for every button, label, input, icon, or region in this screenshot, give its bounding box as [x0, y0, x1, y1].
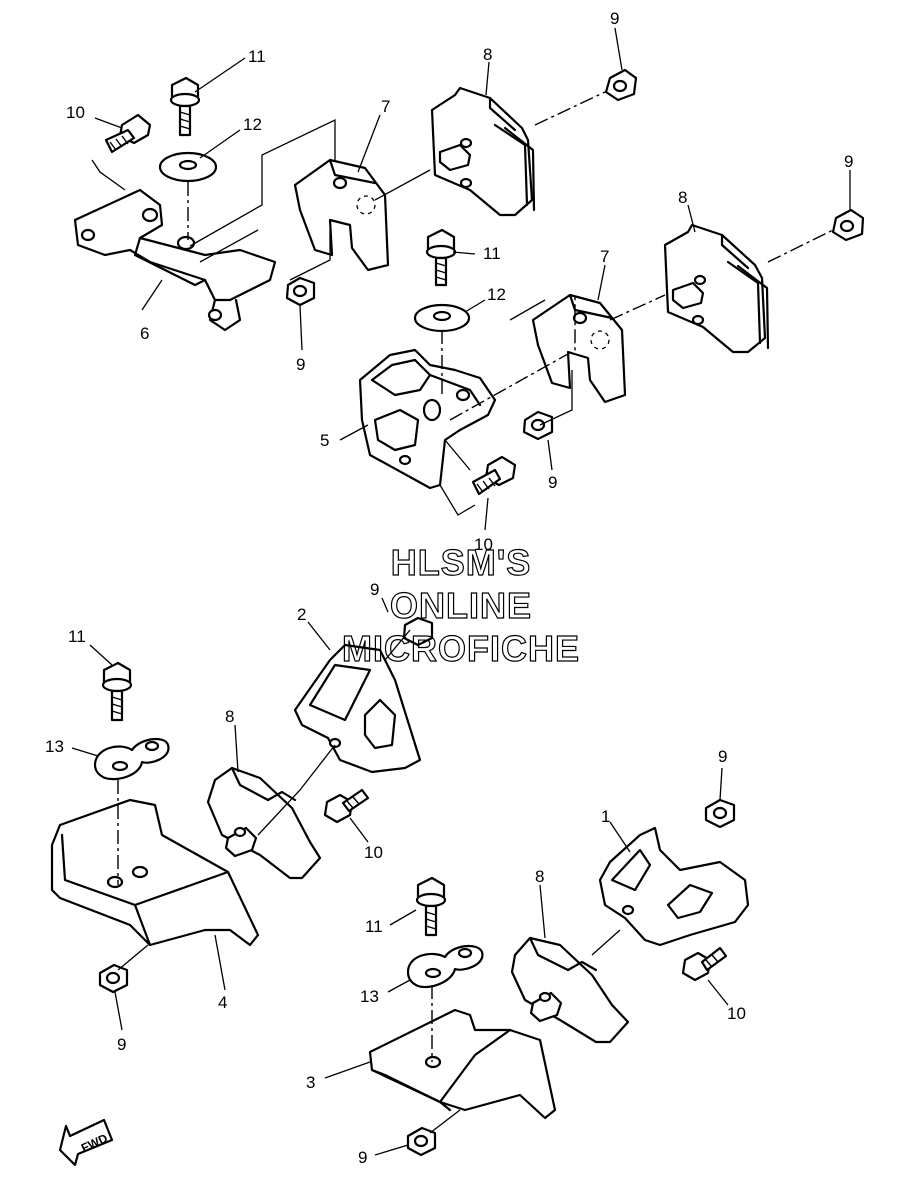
fwd-arrow-icon: FWD: [58, 1118, 114, 1167]
callout-9-top-right: 9: [610, 9, 619, 28]
callout-12-upper-left: 12: [243, 115, 262, 134]
callout-12-upper-right: 12: [487, 285, 506, 304]
callout-8-upper-right: 8: [678, 188, 687, 207]
plate-part-13-lower-right: [406, 944, 484, 989]
washer-part-12-upper-right: [413, 303, 471, 333]
callout-4: 4: [218, 993, 227, 1012]
callout-3: 3: [306, 1073, 315, 1092]
nut-part-9-upper-right-3: [522, 410, 554, 441]
watermark: HLSM'S ONLINE MICROFICHE: [341, 541, 580, 669]
bolt-part-11-lower-left: [101, 661, 133, 722]
callout-8-upper: 8: [483, 45, 492, 64]
mount-part-8-upper: [430, 86, 536, 217]
callout-labels: 1 2 3 4 5 6 7 7 8 8 8 8 9 9 9 9 9 9 9 9 …: [45, 9, 853, 1167]
callout-11-upper-right: 11: [483, 244, 501, 263]
bolt-part-11-upper-left: [169, 76, 201, 137]
callout-11-lower-right: 11: [365, 917, 383, 936]
bracket-part-3: [368, 1008, 557, 1120]
bracket-part-5: [358, 348, 497, 490]
callout-13-lower-left: 13: [45, 737, 64, 756]
nut-part-9-lower-right-1: [704, 798, 736, 829]
washer-part-12-upper-left: [158, 151, 218, 183]
bracket-part-7-upper: [293, 158, 390, 272]
callout-8-lower-left: 8: [225, 707, 234, 726]
watermark-line-1: HLSM'S: [391, 542, 532, 583]
assembly-lines: [91, 91, 834, 1134]
watermark-line-3: MICROFICHE: [342, 628, 580, 669]
callout-9-mid-right: 9: [548, 473, 557, 492]
mount-part-8-upper-right: [663, 223, 770, 354]
callout-11-lower-left: 11: [68, 627, 86, 646]
callout-10-upper-left: 10: [66, 103, 85, 122]
callout-8-lower-right: 8: [535, 867, 544, 886]
nut-part-9-lower-left: [98, 963, 129, 994]
bracket-part-1: [598, 826, 750, 947]
callout-5: 5: [320, 431, 329, 450]
callout-9-center: 9: [370, 580, 379, 599]
bracket-part-7-lower: [531, 293, 627, 404]
callout-2: 2: [297, 605, 306, 624]
nut-part-9-upper-right-2: [831, 208, 865, 242]
callout-7-lower: 7: [600, 247, 609, 266]
callout-leaders: [71, 27, 851, 1156]
callout-13-lower-right: 13: [360, 987, 379, 1006]
nut-part-9-lower-right-2: [406, 1126, 437, 1157]
nut-part-9-upper-right-1: [604, 68, 638, 102]
callout-9-lower-left: 9: [117, 1035, 126, 1054]
callout-9-upper-mid: 9: [296, 355, 305, 374]
callout-10-upper-mid: 10: [474, 535, 493, 554]
bracket-part-4: [50, 798, 260, 947]
callout-9-lower-right: 9: [718, 747, 727, 766]
bolt-part-10-upper-left: [104, 113, 152, 154]
mount-part-8-lower-left: [206, 766, 322, 880]
plate-part-13-lower-left: [93, 737, 170, 781]
mount-part-8-lower-right: [510, 936, 630, 1044]
bolt-part-10-lower-left: [323, 788, 370, 824]
callout-6: 6: [140, 324, 149, 343]
nut-part-9-upper-mid: [285, 276, 316, 307]
bolt-part-10-upper-right: [471, 455, 517, 496]
callout-7-upper: 7: [381, 97, 390, 116]
bracket-part-6: [73, 188, 277, 332]
callout-9-right: 9: [844, 152, 853, 171]
callout-1: 1: [601, 807, 610, 826]
callout-10-lower-mid: 10: [364, 843, 383, 862]
bracket-part-2: [293, 616, 434, 774]
callout-11-upper-left: 11: [248, 47, 266, 66]
watermark-line-2: ONLINE: [390, 585, 532, 626]
bolt-part-11-lower-right: [415, 876, 447, 937]
bolt-part-11-upper-right: [425, 228, 457, 287]
callout-10-lower-right: 10: [727, 1004, 746, 1023]
bolt-part-10-lower-right: [681, 946, 728, 982]
callout-9-bottom: 9: [358, 1148, 367, 1167]
